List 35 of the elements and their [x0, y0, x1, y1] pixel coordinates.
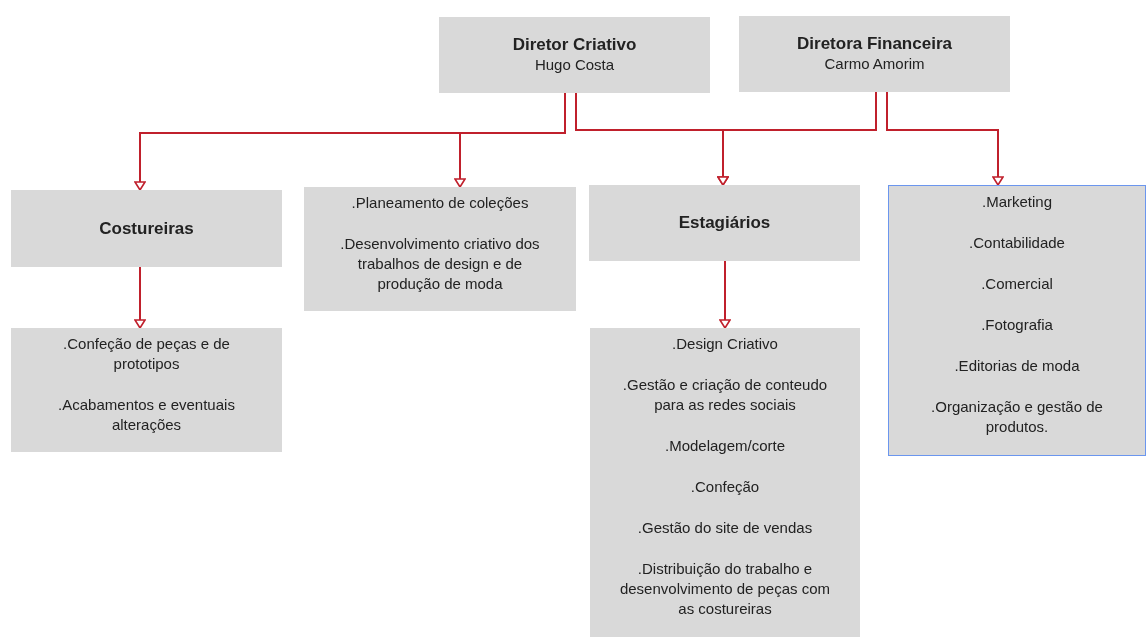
task-item: .Editorias de moda: [954, 356, 1080, 376]
task-item: .Design Criativo: [672, 334, 778, 354]
task-item: .Modelagem/corte: [664, 436, 786, 456]
person-name: Hugo Costa: [534, 55, 615, 75]
task-item: .Comercial: [981, 274, 1053, 294]
person-name: Carmo Amorim: [824, 54, 925, 74]
task-box: [590, 328, 860, 637]
role-box: [439, 17, 710, 93]
task-box: [304, 187, 576, 311]
task-item: .Fotografia: [981, 315, 1053, 335]
role-box: [11, 190, 282, 267]
task-item: .Confeção: [690, 477, 760, 497]
arrow: [717, 91, 877, 186]
role-box: [589, 185, 860, 261]
task-item: .Acabamentos e eventuais alterações: [57, 395, 236, 435]
role-title: Estagiários: [678, 213, 771, 233]
task-item: .Gestão e criação de conteudo para as redes sociais: [621, 375, 829, 415]
arrow: [719, 260, 731, 329]
role-title: Diretora Financeira: [797, 34, 952, 54]
task-item: .Organização e gestão de produtos.: [930, 397, 1104, 437]
task-item: .Confeção de peças e de prototipos: [62, 334, 231, 374]
arrow: [454, 92, 566, 188]
task-item: .Gestão do site de vendas: [637, 518, 813, 538]
task-box: [888, 185, 1146, 456]
task-item: .Contabilidade: [969, 233, 1065, 253]
task-item: .Desenvolvimento criativo dos trabalhos de design e de produção de moda: [339, 234, 541, 294]
arrow: [134, 266, 146, 329]
role-title: Diretor Criativo: [512, 35, 637, 55]
arrow: [886, 91, 1004, 186]
role-box: [739, 16, 1010, 92]
task-item: .Marketing: [982, 192, 1052, 212]
task-box: [11, 328, 282, 452]
task-item: .Distribuição do trabalho e desenvolvimento de peças com as costureiras: [618, 559, 832, 619]
role-title: Costureiras: [99, 218, 194, 239]
task-item: .Planeamento de coleções: [351, 193, 529, 213]
